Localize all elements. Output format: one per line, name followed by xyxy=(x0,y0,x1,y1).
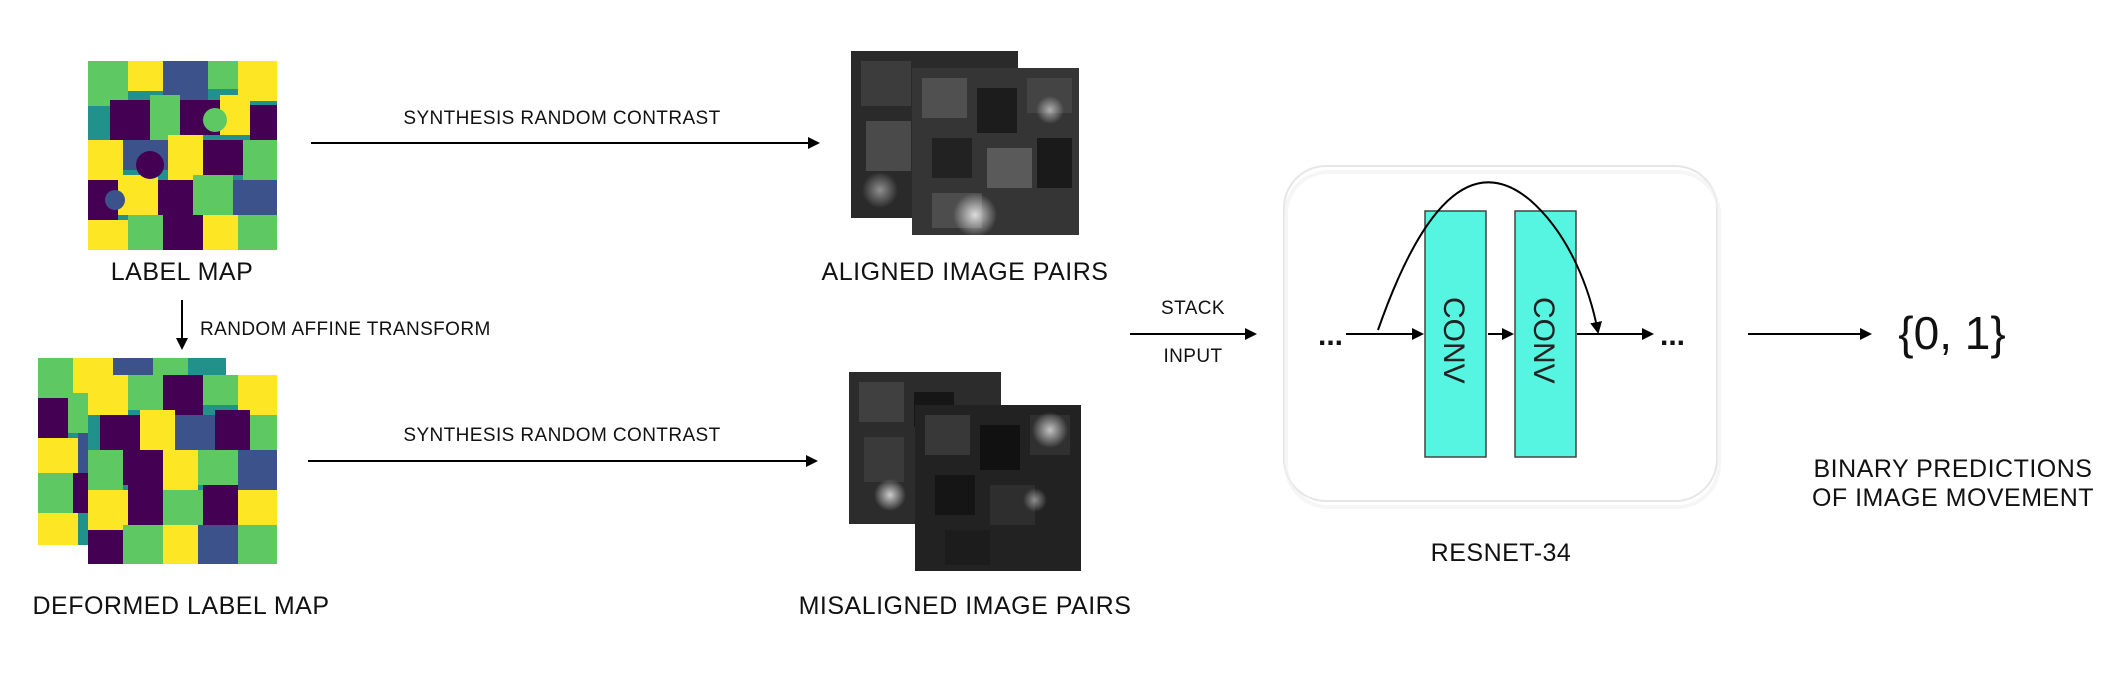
conv-label-1: CONV xyxy=(1437,297,1470,384)
aligned-image-front xyxy=(912,68,1079,237)
synthesis-contrast-bottom-caption: SYNTHESIS RANDOM CONTRAST xyxy=(403,425,720,447)
aligned-image-pairs-caption: ALIGNED IMAGE PAIRS xyxy=(822,258,1109,287)
random-affine-transform-caption: RANDOM AFFINE TRANSFORM xyxy=(200,319,491,341)
deformed-label-map-front xyxy=(88,375,277,564)
label-map-image xyxy=(88,61,277,250)
resnet-ellipsis-left: ... xyxy=(1318,319,1343,352)
deformed-label-map-caption: DEFORMED LABEL MAP xyxy=(32,592,329,621)
input-caption: INPUT xyxy=(1164,346,1223,368)
synthesis-contrast-top-caption: SYNTHESIS RANDOM CONTRAST xyxy=(403,108,720,130)
binary-predictions-line1: BINARY PREDICTIONS xyxy=(1814,455,2093,484)
resnet-caption: RESNET-34 xyxy=(1431,539,1572,568)
output-set: {0, 1} xyxy=(1898,306,2005,360)
resnet-ellipsis-right: ... xyxy=(1660,319,1685,352)
label-map-caption: LABEL MAP xyxy=(111,258,254,287)
misaligned-image-pairs-caption: MISALIGNED IMAGE PAIRS xyxy=(799,592,1132,621)
binary-predictions-line2: OF IMAGE MOVEMENT xyxy=(1812,484,2094,513)
misaligned-image-front xyxy=(915,405,1081,571)
stack-caption: STACK xyxy=(1161,298,1225,320)
conv-label-2: CONV xyxy=(1527,297,1560,384)
